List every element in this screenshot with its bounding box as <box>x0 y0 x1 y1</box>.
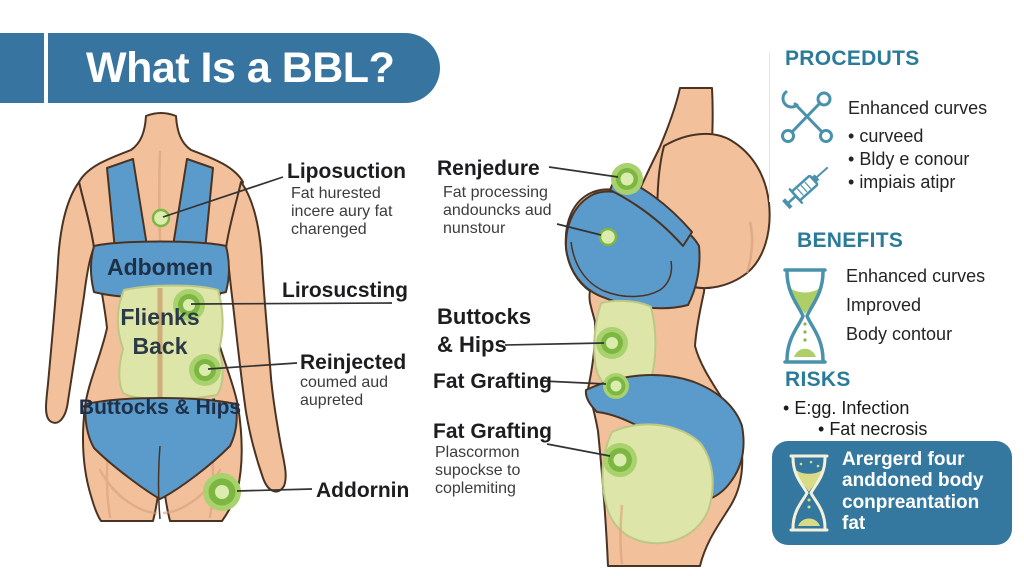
risks-heading: RISKS <box>785 368 851 391</box>
body-label-abdomen: Adbomen <box>106 254 214 280</box>
body-label-buttocks-hips: Buttocks & Hips <box>78 396 242 419</box>
procedures-heading: PROCEDUTS <box>785 47 920 70</box>
side-view-figure <box>564 87 771 567</box>
syringe-icon <box>782 166 829 210</box>
procedures-bullet: Bldy e conour <box>848 148 969 171</box>
label-fat-grafting-2: Fat Grafting <box>433 420 552 443</box>
procedures-bullet: impiais atipr <box>848 171 969 194</box>
label-fat-grafting-1: Fat Grafting <box>433 370 552 393</box>
hourglass-icon <box>783 268 827 364</box>
injection-markers <box>151 163 643 511</box>
label-reinjected: Reinjected <box>300 351 407 374</box>
label-liposuction: Liposuction <box>287 160 406 183</box>
risk-bullet: Fat necrosis <box>818 419 927 440</box>
risk-bullet: E:gg. Infection <box>783 398 909 419</box>
benefits-heading: BENEFITS <box>797 229 904 252</box>
callout-text: Arergerd four anddoned body conpreantati… <box>842 449 984 535</box>
page-title: What Is a BBL? <box>86 43 395 92</box>
leader-lines <box>162 166 619 492</box>
title-banner: What Is a BBL? <box>48 33 440 103</box>
body-label-flanks-back: Flienks Back <box>120 304 200 360</box>
hourglass-callout-icon <box>789 454 829 532</box>
procedures-intro: Enhanced curves <box>848 98 988 118</box>
label-lirosucsting: Lirosucsting <box>282 279 409 302</box>
label-renjedure: Renjedure <box>437 157 540 180</box>
sidebar-divider <box>769 52 770 202</box>
benefits-line: Enhanced curves <box>846 266 986 286</box>
banner-left-block <box>0 33 44 103</box>
procedures-bullet: curveed <box>848 125 969 148</box>
benefits-line: Body contour <box>846 324 953 344</box>
benefits-lines: Enhanced curves Improved Body contour <box>846 262 985 349</box>
label-liposuction-desc: Fat hurested incere aury fat charenged <box>291 185 393 239</box>
label-fat-grafting-2-desc: Plascormon supockse to coplemiting <box>435 444 521 498</box>
surgical-tools-icon <box>781 90 833 143</box>
back-view-figure <box>45 112 287 522</box>
label-renjedure-desc: Fat processing andouncks aud nunstour <box>443 184 552 238</box>
label-addornin: Addornin <box>316 479 410 502</box>
procedures-bullets: curveed Bldy e conour impiais atipr <box>848 125 969 194</box>
benefits-line: Improved <box>846 295 922 315</box>
label-buttocks-hips-mid: Buttocks & Hips <box>437 304 532 357</box>
label-reinjected-desc: coumed aud aupreted <box>300 374 389 410</box>
